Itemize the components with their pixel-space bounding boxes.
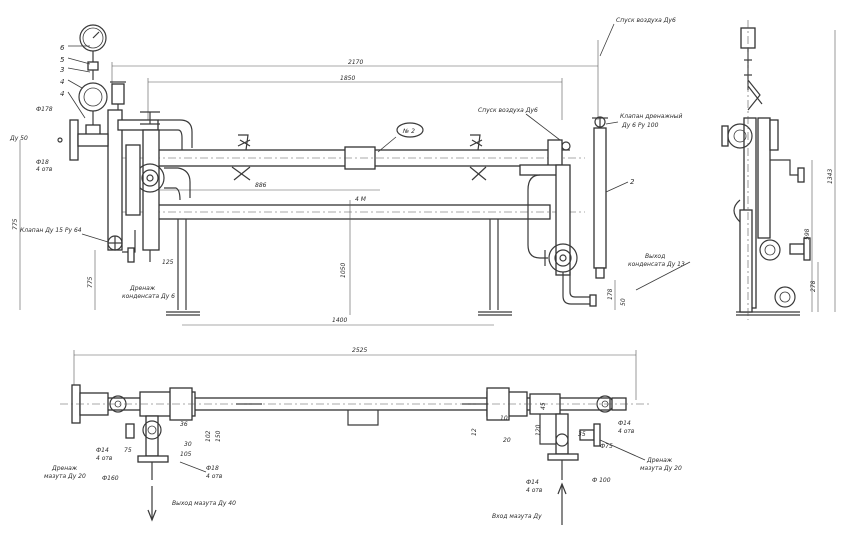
label-plan-holes-left2: 4 отв	[206, 473, 223, 480]
label-plan-phi14-right1: Ф14	[618, 420, 631, 427]
label-plan-fuel-drain-right-1: Дренаж	[646, 457, 673, 464]
label-plan-fuel-in: Вход мазута Ду	[492, 513, 542, 520]
arrow-fuel-in	[557, 482, 567, 495]
label-phi178-left: Ф178	[36, 106, 53, 113]
dim-support-span: 1400	[332, 317, 347, 324]
label-air-release-top: Спуск воздуха Ду6	[616, 17, 676, 24]
label-plan-holes-right1: 4 отв	[618, 428, 635, 435]
dim-right-small: 178	[607, 288, 614, 300]
dim-side-h3: 278	[810, 280, 817, 292]
label-valve-left: Клапан Ду 15 Ру 64	[20, 227, 82, 234]
dim-plan-35: 35	[578, 431, 586, 438]
dim-plan-45: 45	[540, 402, 547, 410]
label-plan-phi14-left: Ф14	[96, 447, 109, 454]
callout-5: 5	[60, 56, 65, 64]
label-plan-phi18: Ф18	[206, 465, 219, 472]
label-phi18-left: Ф18	[36, 159, 49, 166]
label-holes-left: 4 отв	[36, 166, 53, 173]
callout-4b: 4	[60, 90, 64, 98]
left-flange	[57, 119, 109, 161]
callout-2: 2	[630, 178, 635, 186]
dim-plan-150: 150	[215, 430, 222, 442]
label-plan-fuel-drain-left-2: мазута Ду 20	[44, 473, 86, 480]
support-leg-left	[166, 219, 200, 316]
label-air-release-mid: Спуск воздуха Ду6	[478, 107, 538, 114]
dim-plan-20: 20	[503, 437, 511, 444]
pipe-tag: № 2	[402, 128, 415, 135]
dim-plan-overall: 2525	[352, 347, 367, 354]
label-plan-phi160: Ф160	[102, 475, 119, 482]
callout-3: 3	[60, 66, 64, 74]
label-plan-holes-left: 4 отв	[96, 455, 113, 462]
level-mark: 4 M	[355, 196, 367, 203]
label-drain-valve-2: Ду 6 Ру 100	[621, 122, 659, 129]
callout-6: 6	[60, 44, 65, 52]
side-view	[721, 20, 836, 320]
dim-lower-height: 775	[87, 276, 94, 288]
dim-small-gap: 125	[162, 259, 174, 266]
dim-plan-30: 30	[184, 441, 192, 448]
label-du-left: Ду 50	[9, 135, 28, 142]
label-plan-holes-right2: 4 отв	[526, 487, 543, 494]
dim-inner-length: 1850	[340, 75, 355, 82]
hanger-left	[237, 134, 251, 151]
arrow-fuel-out	[147, 509, 157, 522]
label-drain-valve-1: Клапан дренажный	[620, 113, 683, 120]
plan-view	[60, 350, 650, 480]
label-plan-phi75: Ф75	[600, 443, 613, 450]
label-plan-fuel-out: Выход мазута Ду 40	[172, 500, 236, 507]
label-condensate-drain-2: конденсата Ду 6	[122, 293, 175, 300]
dim-overall-length: 2170	[348, 59, 363, 66]
dim-left-height: 775	[12, 218, 19, 230]
left-header-assembly	[107, 81, 193, 263]
dim-plan-102: 102	[205, 430, 212, 442]
label-plan-phi14-right2: Ф14	[526, 479, 539, 486]
callout-4a: 4	[60, 78, 64, 86]
hanger-right	[469, 134, 483, 151]
dim-plan-105: 105	[180, 451, 192, 458]
front-view: 2170 1850 1400 886 1050	[9, 17, 691, 326]
label-condensate-out-2: конденсата Ду 13	[628, 261, 685, 268]
pressure-gauge	[78, 24, 108, 138]
dim-right-tiny: 50	[620, 298, 627, 306]
dim-plan-120: 120	[535, 424, 542, 436]
label-plan-phi100: Ф 100	[592, 477, 611, 484]
dim-side-h2: 598	[804, 228, 811, 240]
dim-plan-10: 10	[500, 415, 508, 422]
pipe-tag-bubble	[396, 122, 424, 138]
support-leg-right	[478, 219, 512, 316]
dim-plan-12: 12	[471, 428, 478, 436]
right-header-assembly	[519, 116, 608, 307]
label-condensate-drain-1: Дренаж	[129, 285, 156, 292]
left-valve	[107, 235, 123, 251]
dim-mid-height: 1050	[340, 263, 347, 278]
label-condensate-out-1: Выход	[645, 253, 665, 260]
dim-mid-span: 886	[255, 182, 267, 189]
label-plan-fuel-drain-left-1: Дренаж	[51, 465, 78, 472]
label-plan-fuel-drain-right-2: мазута Ду 20	[640, 465, 682, 472]
dim-side-h1: 1343	[827, 169, 834, 184]
dim-plan-36: 36	[180, 421, 188, 428]
dim-plan-75: 75	[124, 447, 132, 454]
